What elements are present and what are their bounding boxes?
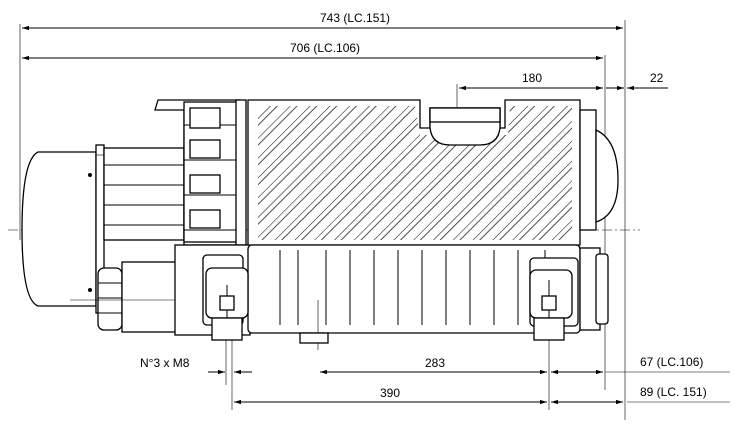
dim-label-89: 89 (LC. 151)	[640, 385, 707, 399]
cooling-fin-hatching	[258, 106, 572, 240]
foot-right	[529, 269, 573, 410]
dim-label-283: 283	[425, 356, 445, 370]
dim-label-mount-holes: N°3 x M8	[140, 356, 190, 370]
dimension-mount-holes: N°3 x M8	[140, 356, 252, 375]
dimension-foot-spacing-inner: 283	[320, 356, 547, 375]
dimension-foot-spacing-outer: 390	[234, 386, 547, 405]
dimension-rear-offset-lc106: 67 (LC.106)	[551, 355, 730, 375]
dimension-inlet-offset: 180	[456, 71, 603, 135]
dimension-overall-lc106: 706 (LC.106)	[22, 41, 606, 390]
dimension-rear-offset-lc151: 89 (LC. 151)	[551, 385, 730, 405]
dimension-overall-lc151: 743 (LC.151)	[19, 11, 626, 420]
dim-label-180: 180	[522, 71, 542, 85]
end-cap	[579, 109, 619, 331]
motor	[21, 144, 195, 333]
dim-label-22: 22	[650, 71, 664, 85]
dim-label-743: 743 (LC.151)	[320, 11, 390, 25]
dim-label-67: 67 (LC.106)	[640, 355, 703, 369]
dim-label-706: 706 (LC.106)	[290, 41, 360, 55]
foot-left	[205, 267, 249, 410]
dim-label-390: 390	[380, 386, 400, 400]
pump-body	[247, 99, 581, 246]
dimension-end-clearance: 22	[606, 71, 668, 91]
